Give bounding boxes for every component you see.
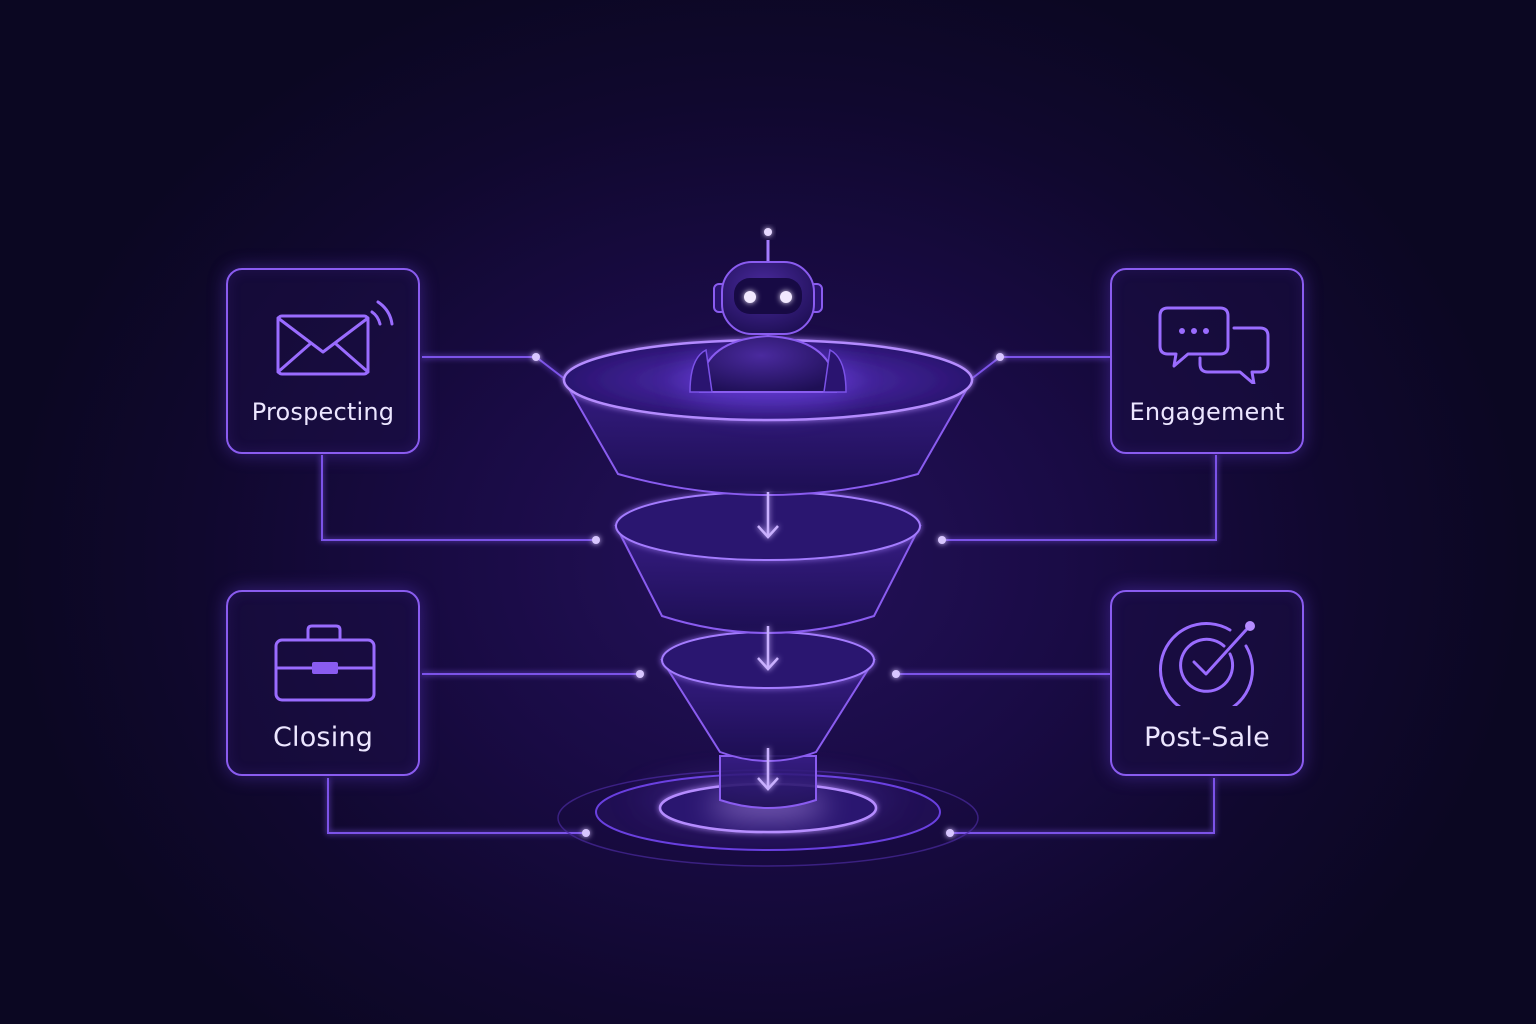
- connector-engagement-lower: [942, 455, 1217, 541]
- stage-label-post-sale: Post-Sale: [1144, 722, 1270, 753]
- stage-label-prospecting: Prospecting: [251, 398, 395, 426]
- connector-lines: [321, 356, 1217, 834]
- stage-card-engagement[interactable]: Engagement: [1110, 268, 1304, 454]
- flow-arrows: [757, 492, 779, 791]
- connector-engagement: [969, 356, 1110, 381]
- connector-nodes: [532, 353, 1004, 837]
- briefcase-icon: [274, 624, 376, 702]
- arrow-down-icon: [757, 748, 779, 791]
- connector-closing-lower: [327, 778, 586, 834]
- stage-card-closing[interactable]: Closing: [226, 590, 420, 776]
- arrow-down-icon: [757, 626, 779, 671]
- connector-prospecting-lower: [321, 455, 596, 541]
- funnel-tier-1: [562, 338, 974, 496]
- chat-bubbles-icon: [1158, 306, 1270, 384]
- arrow-down-icon: [757, 492, 779, 539]
- envelope-icon: [276, 300, 394, 376]
- stage-label-engagement: Engagement: [1129, 398, 1285, 426]
- stage-label-closing: Closing: [272, 722, 374, 753]
- robot-icon: [678, 228, 858, 410]
- stage-card-prospecting[interactable]: Prospecting: [226, 268, 420, 454]
- connector-postsale-lower: [950, 778, 1215, 834]
- target-check-icon: [1159, 621, 1255, 706]
- stage-card-post-sale[interactable]: Post-Sale: [1110, 590, 1304, 776]
- connector-prospecting: [422, 356, 567, 381]
